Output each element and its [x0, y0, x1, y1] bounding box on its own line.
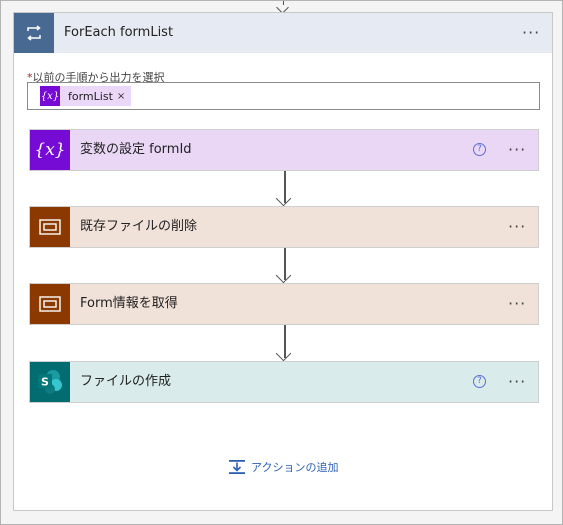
file-action-icon [30, 284, 70, 324]
help-icon[interactable]: ? [473, 143, 486, 156]
action-title: 既存ファイルの削除 [80, 219, 198, 234]
action-more-icon[interactable]: ··· [508, 217, 527, 236]
action-title: 変数の設定 formId [80, 142, 192, 157]
action-create-file[interactable]: S ファイルの作成 ? ··· [29, 361, 539, 403]
help-icon[interactable]: ? [473, 375, 486, 388]
token-label: formList [68, 89, 113, 103]
variable-icon-text: {x} [34, 140, 65, 160]
foreach-more-icon[interactable]: ··· [522, 23, 541, 42]
action-more-icon[interactable]: ··· [508, 140, 527, 159]
add-action-label: アクションの追加 [251, 461, 339, 474]
add-action-button[interactable]: アクションの追加 [228, 459, 338, 475]
field-label-text: 以前の手順から出力を選択 [32, 71, 165, 84]
action-more-icon[interactable]: ··· [508, 372, 527, 391]
formlist-token[interactable]: {x} formList × [40, 86, 132, 106]
token-remove-icon[interactable]: × [116, 90, 126, 102]
foreach-header[interactable]: ForEach formList ··· [14, 13, 552, 53]
file-action-icon [30, 207, 70, 247]
output-select-input[interactable]: {x} formList × [27, 82, 540, 110]
sharepoint-icon-text: S [41, 376, 49, 389]
variable-token-icon: {x} [40, 86, 60, 106]
action-set-variable[interactable]: {x} 変数の設定 formId ? ··· [29, 129, 539, 171]
loop-icon [14, 13, 54, 53]
add-action-icon [229, 460, 245, 474]
action-more-icon[interactable]: ··· [508, 294, 527, 313]
action-title: ファイルの作成 [80, 374, 172, 389]
required-mark: * [27, 71, 33, 84]
foreach-scope: ForEach formList ··· *以前の手順から出力を選択 {x} f… [13, 12, 553, 511]
action-get-form-info[interactable]: Form情報を取得 ··· [29, 283, 539, 325]
sharepoint-icon: S [30, 362, 70, 402]
variable-icon: {x} [30, 130, 70, 170]
field-label: *以前の手順から出力を選択 [27, 69, 165, 85]
action-title: Form情報を取得 [80, 296, 178, 311]
foreach-title: ForEach formList [64, 25, 174, 40]
action-delete-file[interactable]: 既存ファイルの削除 ··· [29, 206, 539, 248]
